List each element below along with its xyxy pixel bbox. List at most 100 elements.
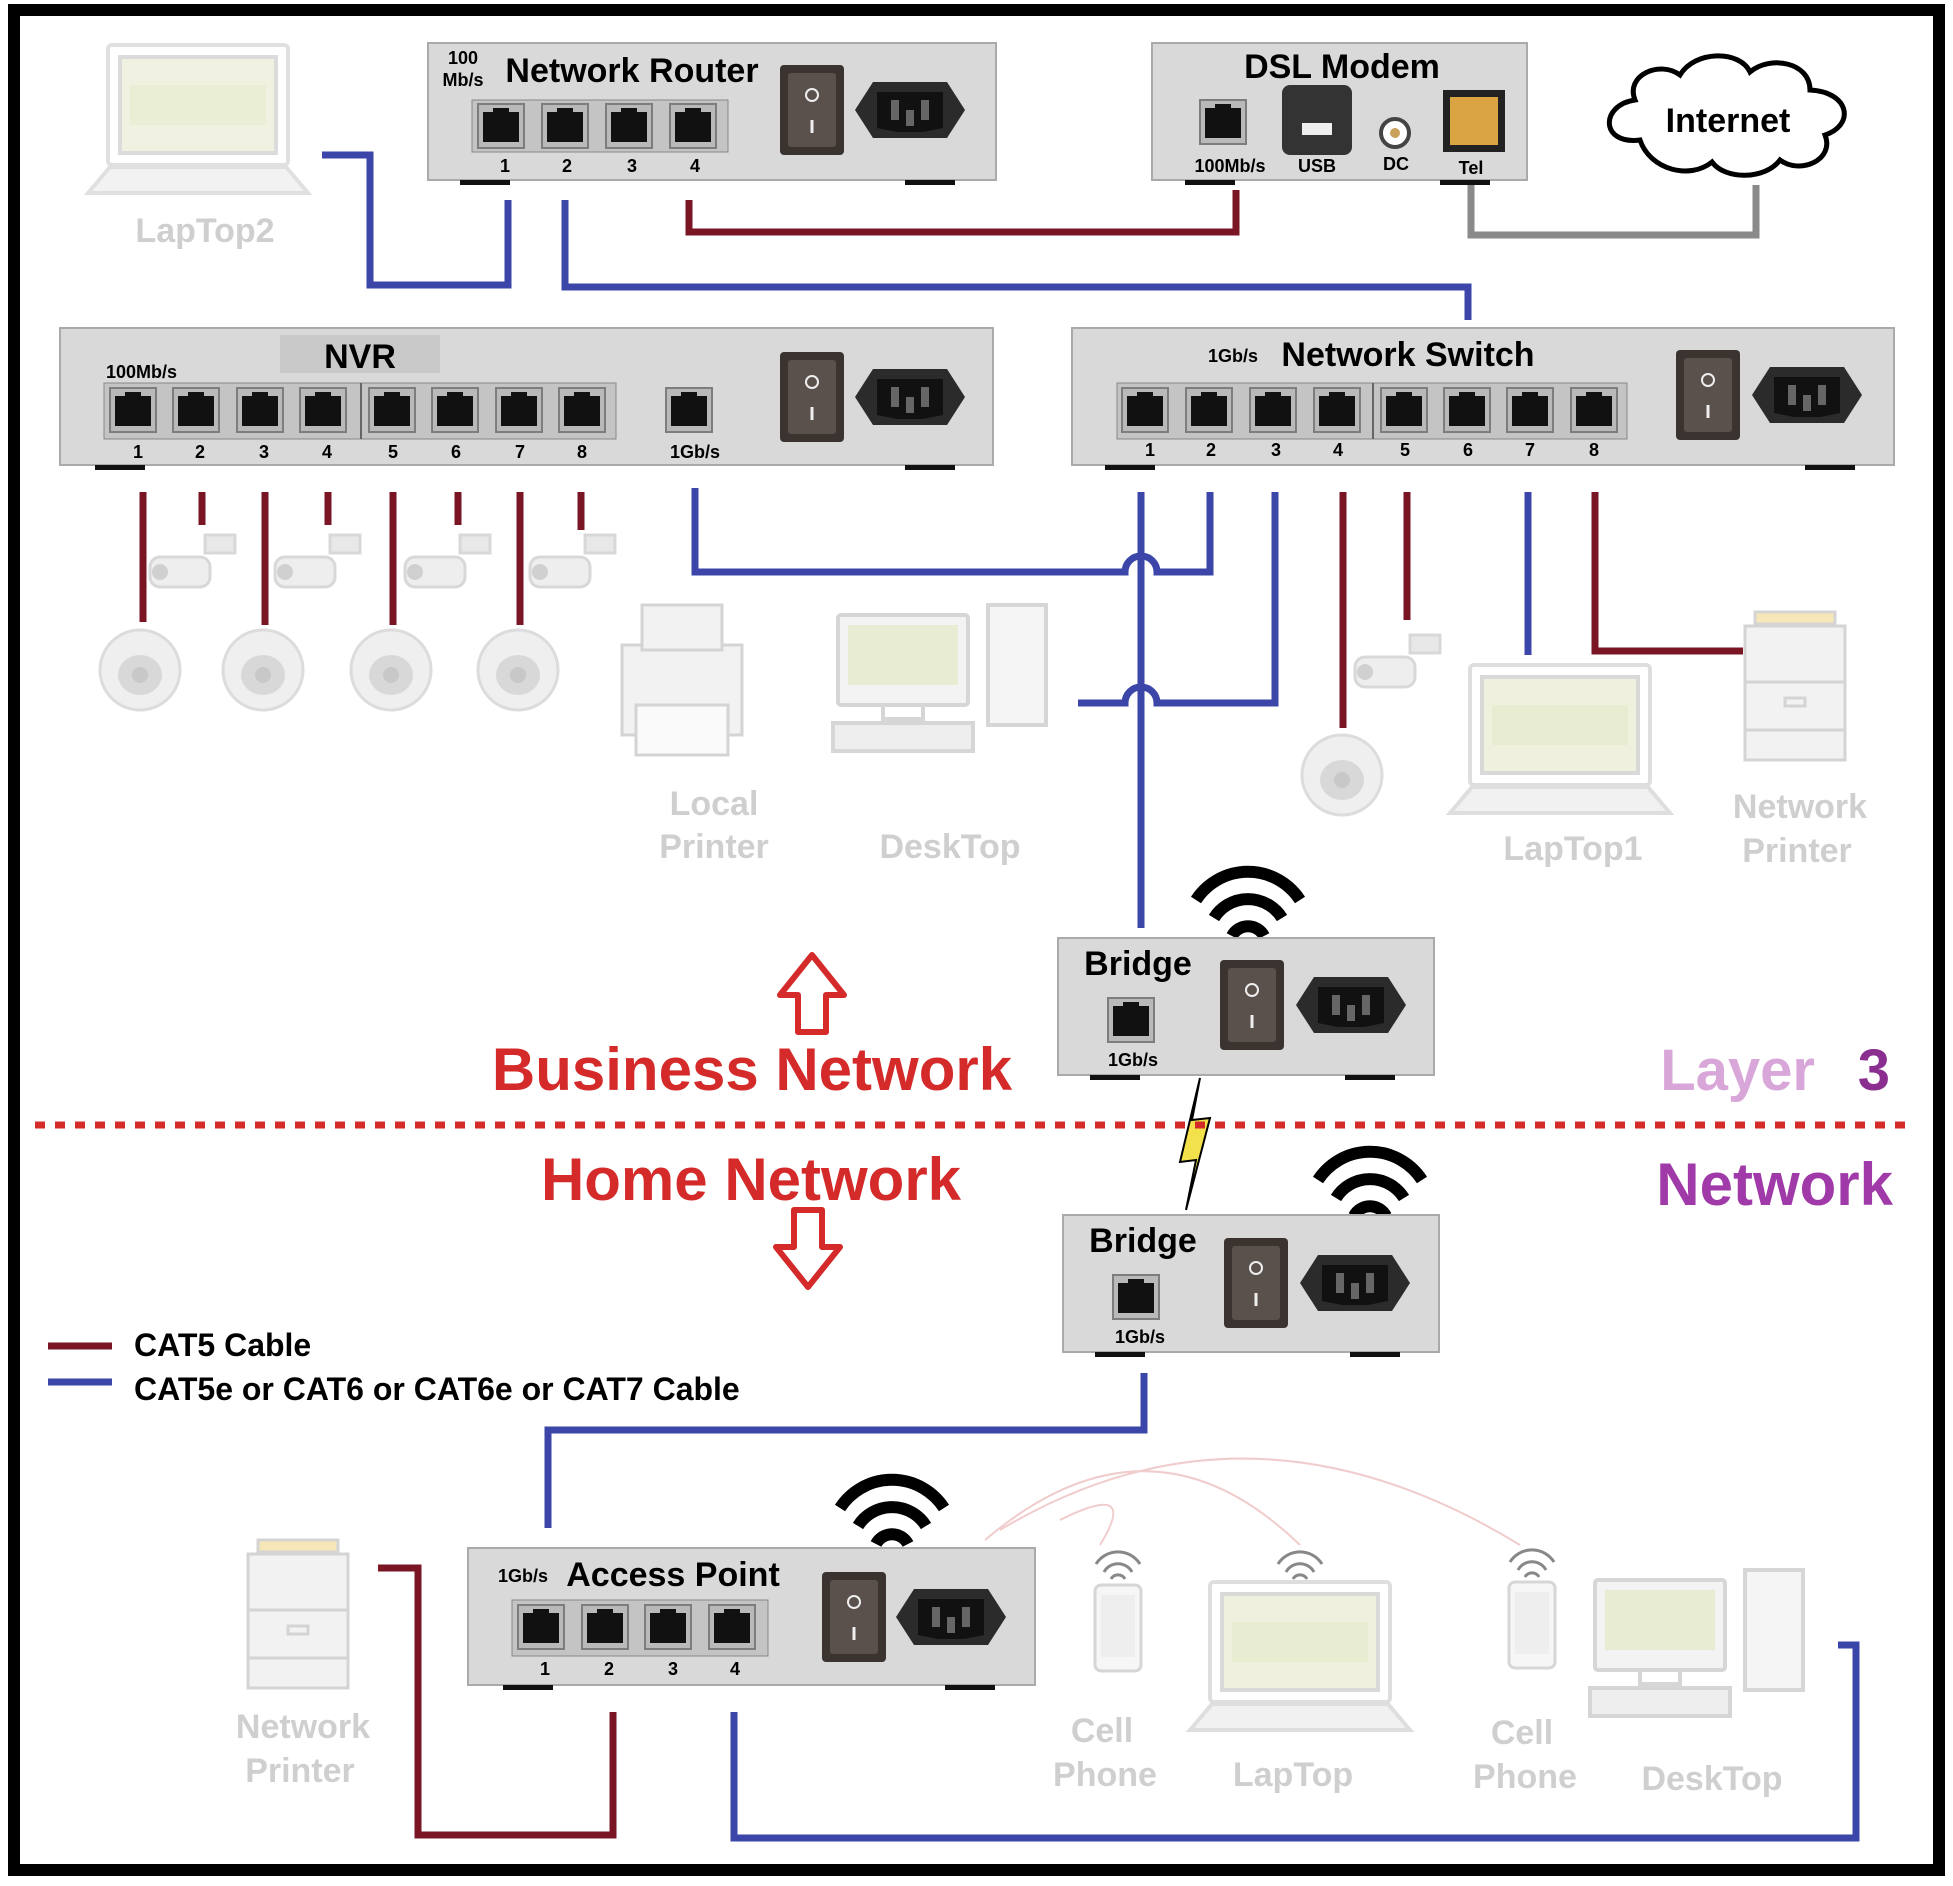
ip-camera-icon bbox=[148, 533, 237, 589]
ap-port-label: 3 bbox=[668, 1659, 678, 1679]
ethernet-port-icon[interactable] bbox=[368, 387, 416, 433]
wifi-icon bbox=[1276, 1550, 1324, 1581]
ip-camera-icon bbox=[273, 533, 362, 589]
ethernet-port-icon[interactable] bbox=[172, 387, 220, 433]
power-switch-icon[interactable] bbox=[1674, 348, 1742, 442]
router-port-label: 2 bbox=[562, 156, 572, 176]
ethernet-port-icon[interactable] bbox=[1112, 1274, 1160, 1320]
nvr-cameras bbox=[98, 533, 617, 712]
bridge-top: Bridge 1Gb/s bbox=[1057, 937, 1435, 1080]
ethernet-port-icon[interactable] bbox=[665, 387, 713, 433]
switch-speed: 1Gb/s bbox=[1208, 346, 1258, 366]
ethernet-port-icon[interactable] bbox=[1199, 99, 1247, 145]
ethernet-port-icon[interactable] bbox=[431, 387, 479, 433]
ethernet-port-icon[interactable] bbox=[541, 103, 589, 149]
power-socket-icon bbox=[896, 1589, 1006, 1645]
wifi-icon bbox=[840, 1480, 944, 1544]
local-printer-label-1: Local bbox=[670, 785, 759, 823]
ethernet-port-icon[interactable] bbox=[708, 1604, 756, 1650]
power-switch-icon[interactable] bbox=[778, 63, 846, 157]
ethernet-port-icon[interactable] bbox=[236, 387, 284, 433]
ip-camera-icon bbox=[528, 533, 617, 589]
desktop-icon bbox=[1588, 1568, 1805, 1718]
ap-speed: 1Gb/s bbox=[498, 1566, 548, 1586]
ethernet-port-icon[interactable] bbox=[644, 1604, 692, 1650]
ethernet-port-icon[interactable] bbox=[581, 1604, 629, 1650]
usb-port-icon[interactable] bbox=[1282, 85, 1352, 155]
dome-camera-icon bbox=[349, 628, 433, 712]
switch-port-label: 7 bbox=[1525, 440, 1535, 460]
desktop-business-label: DeskTop bbox=[879, 828, 1020, 866]
cell-phone-b-label-2: Phone bbox=[1473, 1758, 1577, 1796]
router-modem-cable bbox=[685, 190, 1240, 236]
ethernet-port-icon[interactable] bbox=[517, 1604, 565, 1650]
desktop-switch-cable bbox=[1078, 492, 1279, 707]
wifi-icon bbox=[1196, 872, 1300, 936]
nvr-switch-cable bbox=[691, 488, 1214, 576]
laptop2-label: LapTop2 bbox=[135, 212, 274, 250]
ethernet-port-icon[interactable] bbox=[1380, 387, 1428, 433]
ethernet-port-icon[interactable] bbox=[1506, 387, 1554, 433]
bridge-bottom-title: Bridge bbox=[1089, 1222, 1197, 1260]
legend: CAT5 Cable CAT5e or CAT6 or CAT6e or CAT… bbox=[48, 1327, 740, 1407]
legend-cat5-label: CAT5 Cable bbox=[134, 1327, 311, 1363]
power-switch-icon[interactable] bbox=[1218, 958, 1286, 1052]
wifi-icon bbox=[1318, 1152, 1422, 1216]
wireless-arcs bbox=[984, 1457, 1521, 1546]
ethernet-port-icon[interactable] bbox=[495, 387, 543, 433]
arrow-down-icon bbox=[773, 1207, 843, 1290]
ap-printer-cable bbox=[378, 1564, 617, 1839]
ethernet-port-icon[interactable] bbox=[109, 387, 157, 433]
ethernet-port-icon[interactable] bbox=[605, 103, 653, 149]
ethernet-port-icon[interactable] bbox=[299, 387, 347, 433]
router-title: Network Router bbox=[505, 52, 758, 90]
ap-port-label: 4 bbox=[730, 1659, 740, 1679]
cloud-icon bbox=[1606, 53, 1847, 178]
laptop1-label: LapTop1 bbox=[1503, 830, 1642, 868]
bridge-top-title: Bridge bbox=[1084, 945, 1192, 983]
nvr-port-label: 8 bbox=[577, 442, 587, 462]
layer-network-label: Network bbox=[1656, 1151, 1893, 1218]
desktop-home-label: DeskTop bbox=[1641, 1760, 1782, 1798]
power-switch-icon[interactable] bbox=[1222, 1236, 1290, 1330]
router-port-label: 4 bbox=[690, 156, 700, 176]
ethernet-port-icon[interactable] bbox=[1249, 387, 1297, 433]
nvr-port-label: 2 bbox=[195, 442, 205, 462]
ethernet-port-icon[interactable] bbox=[669, 103, 717, 149]
ethernet-port-icon[interactable] bbox=[1121, 387, 1169, 433]
modem-port-label: USB bbox=[1298, 156, 1336, 176]
switch-port-label: 8 bbox=[1589, 440, 1599, 460]
ethernet-port-icon[interactable] bbox=[477, 103, 525, 149]
ethernet-port-icon[interactable] bbox=[1313, 387, 1361, 433]
modem-port-label: Tel bbox=[1459, 158, 1484, 178]
legend-cat6-label: CAT5e or CAT6 or CAT6e or CAT7 Cable bbox=[134, 1371, 740, 1407]
modem-port-label: DC bbox=[1383, 154, 1409, 174]
network-printer-icon bbox=[1743, 610, 1847, 762]
ethernet-port-icon[interactable] bbox=[558, 387, 606, 433]
power-switch-icon[interactable] bbox=[820, 1570, 888, 1664]
switch-port-label: 4 bbox=[1333, 440, 1343, 460]
ethernet-port-icon[interactable] bbox=[1185, 387, 1233, 433]
power-switch-icon[interactable] bbox=[778, 350, 846, 444]
ethernet-port-icon[interactable] bbox=[1107, 997, 1155, 1043]
laptop-home-label: LapTop bbox=[1233, 1756, 1353, 1794]
dome-camera-icon bbox=[476, 628, 560, 712]
network-router: 100 Mb/s Network Router 1 2 3 4 bbox=[427, 42, 997, 185]
router-switch-cable bbox=[561, 200, 1472, 320]
ethernet-port-icon[interactable] bbox=[1570, 387, 1618, 433]
modem-port-label: 100Mb/s bbox=[1194, 156, 1265, 176]
laptop-icon bbox=[1188, 1580, 1412, 1732]
network-printer-home-label-1: Network bbox=[236, 1708, 370, 1746]
dome-camera-icon bbox=[221, 628, 305, 712]
nvr-port-label: 5 bbox=[388, 442, 398, 462]
ip-camera-icon bbox=[403, 533, 492, 589]
access-point: 1Gb/s Access Point 1 2 3 4 bbox=[467, 1547, 1036, 1690]
nvr-port-label: 1 bbox=[133, 442, 143, 462]
modem-title: DSL Modem bbox=[1244, 48, 1440, 86]
ap-port-label: 2 bbox=[604, 1659, 614, 1679]
business-network-label: Business Network bbox=[492, 1036, 1013, 1103]
ethernet-port-icon[interactable] bbox=[1443, 387, 1491, 433]
bridge-bottom: Bridge 1Gb/s bbox=[1062, 1214, 1440, 1357]
laptop2-cable bbox=[322, 151, 512, 289]
nvr-port-label: 3 bbox=[259, 442, 269, 462]
